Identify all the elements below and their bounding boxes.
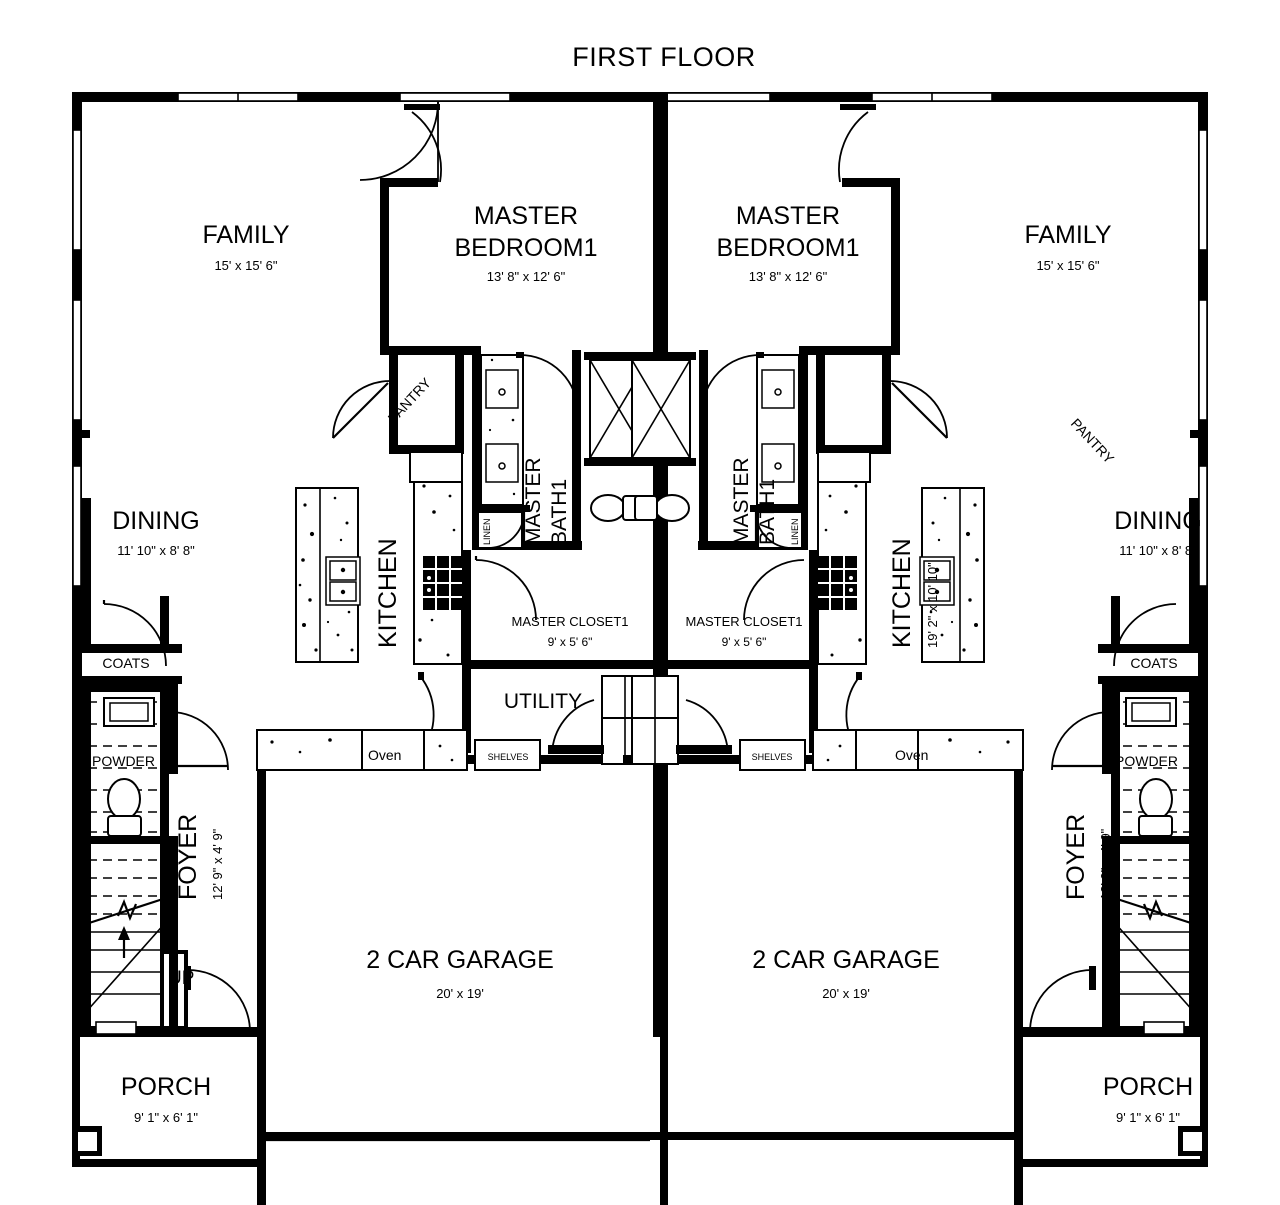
room-dim-master-bedroom-left: 13' 8" x 12' 6" (487, 269, 566, 284)
garage-right (623, 755, 1023, 1205)
room-label-kitchen-left: KITCHEN (374, 538, 402, 648)
kitchen-cooktop-counter-right (817, 451, 867, 665)
unit-left: FAMILY 15' x 15' 6" MASTER BEDROOM1 13' … (72, 101, 657, 1205)
label-shelves-left: SHELVES (488, 752, 529, 762)
room-label-master-closet-right: MASTER CLOSET1 (685, 614, 802, 629)
room-label-coats-right: COATS (1130, 655, 1177, 671)
room-label-master-bath-left-l1: MASTER (522, 457, 545, 545)
room-dim-master-bedroom-right: 13' 8" x 12' 6" (749, 269, 828, 284)
room-label-master-bath-right-l2: BATH1 (756, 479, 779, 545)
powder-room-left: POWDER (82, 684, 229, 844)
room-label-family-right: FAMILY (1024, 221, 1111, 249)
interior-partitions-left (72, 430, 178, 1036)
room-dim-garage-right: 20' x 19' (822, 986, 870, 1001)
room-label-master-bedroom-right-l1: MASTER (736, 202, 840, 230)
room-label-master-bedroom-left-l1: MASTER (474, 202, 578, 230)
unit-right (623, 104, 1208, 1205)
coats-closet-right (1098, 596, 1198, 684)
kitchen-cabinet-left (409, 451, 463, 483)
entry-door-left (184, 966, 251, 1033)
pantry-right (816, 355, 948, 454)
stairs-up-right (1102, 844, 1198, 1035)
room-label-porch-left: PORCH (121, 1073, 211, 1101)
master-bath-left: MASTER BATH1 LINEN (472, 350, 652, 550)
room-label-linen-left: LINEN (482, 518, 492, 545)
entry-door-right (1029, 966, 1096, 1033)
room-label-dining-right: DINING (1114, 507, 1202, 535)
room-dim-master-closet-right: 9' x 5' 6" (722, 635, 767, 649)
party-wall-center (653, 92, 668, 1205)
room-label-master-bedroom-right-l2: BEDROOM1 (716, 234, 859, 262)
kitchen-cabinet-right (817, 451, 871, 483)
room-dim-kitchen-right: 19' 2" x 10' 10" (925, 562, 940, 648)
room-dim-porch-right: 9' 1" x 6' 1" (1116, 1110, 1180, 1125)
room-dim-family-left: 15' x 15' 6" (214, 258, 277, 273)
appliance-label-oven-left: Oven (368, 747, 401, 763)
master-closet-left: MASTER CLOSET1 9' x 5' 6" (462, 550, 657, 669)
room-dim-garage-left: 20' x 19' (436, 986, 484, 1001)
room-label-foyer-left: FOYER (174, 814, 202, 900)
kitchen-cooktop-counter-left (413, 451, 463, 665)
room-label-family-left: FAMILY (202, 221, 289, 249)
room-label-kitchen-right: KITCHEN (888, 538, 916, 648)
interior-partitions-right (1102, 430, 1208, 1036)
room-label-pantry-right: PANTRY (1068, 415, 1118, 467)
room-label-master-bath-right-l1: MASTER (730, 457, 753, 545)
room-label-coats-left: COATS (102, 655, 149, 671)
room-label-dining-left: DINING (112, 507, 200, 535)
master-closet-right (623, 550, 818, 669)
kitchen-island-right (919, 487, 985, 663)
pantry-left: PANTRY (332, 355, 464, 454)
room-dim-family-right: 15' x 15' 6" (1036, 258, 1099, 273)
master-bath-right (628, 350, 808, 550)
porch-left: PORCH 9' 1" x 6' 1" (72, 1037, 262, 1167)
room-label-master-bedroom-left-l2: BEDROOM1 (454, 234, 597, 262)
powder-room-right (1051, 684, 1198, 844)
room-dim-master-closet-left: 9' x 5' 6" (548, 635, 593, 649)
room-label-linen-right: LINEN (790, 518, 800, 545)
utility-right (631, 669, 1024, 771)
appliance-label-oven-right: Oven (895, 747, 928, 763)
room-label-master-bath-left-l2: BATH1 (548, 479, 571, 545)
room-label-powder-right: POWDER (1115, 753, 1178, 769)
kitchen-island-left (295, 487, 361, 663)
garage-left: 2 CAR GARAGE 20' x 19' (257, 755, 657, 1205)
coats-closet-left: COATS (82, 596, 182, 684)
utility-left: UTILITY Oven SHELVES (256, 669, 649, 771)
porch-right (1018, 1037, 1208, 1167)
unit-right-labels: FAMILY 15' x 15' 6" MASTER BEDROOM1 13' … (685, 202, 1201, 1125)
room-label-powder-left: POWDER (92, 753, 155, 769)
linen-closet-left: LINEN (472, 505, 530, 549)
room-label-utility-left: UTILITY (504, 690, 582, 713)
room-dim-dining-left: 11' 10" x 8' 8" (117, 543, 195, 558)
room-label-master-closet-left: MASTER CLOSET1 (511, 614, 628, 629)
room-dim-foyer-left: 12' 9" x 4' 9" (210, 828, 225, 900)
room-label-garage-left: 2 CAR GARAGE (366, 946, 554, 974)
label-shelves-right: SHELVES (752, 752, 793, 762)
page-title: FIRST FLOOR (572, 42, 756, 72)
exterior-windows-side (72, 129, 1208, 587)
room-label-porch-right: PORCH (1103, 1073, 1193, 1101)
room-label-garage-right: 2 CAR GARAGE (752, 946, 940, 974)
room-dim-foyer-right: 12' 9" x 4' 9" (1098, 828, 1113, 900)
room-dim-porch-left: 9' 1" x 6' 1" (134, 1110, 198, 1125)
room-label-foyer-right: FOYER (1062, 814, 1090, 900)
room-dim-dining-right: 11' 10" x 8' 8" (1119, 543, 1197, 558)
